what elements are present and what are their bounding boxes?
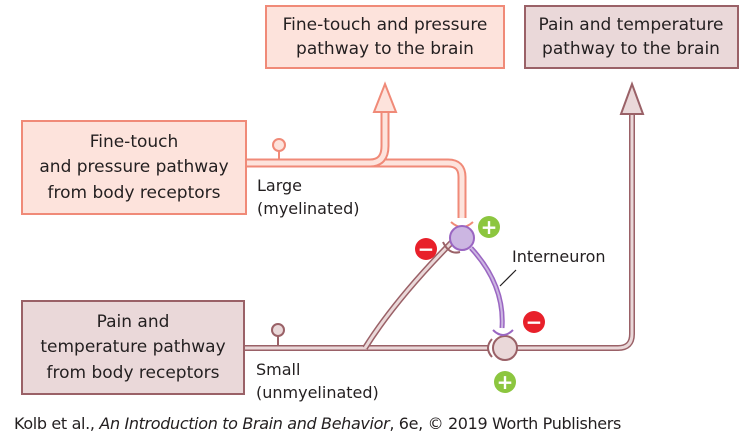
excitatory-sign-projection: + [494, 370, 516, 394]
inhibitory-sign-interneuron: − [415, 237, 437, 261]
figure-credit: Kolb et al., An Introduction to Brain an… [14, 414, 739, 433]
pain-temperature-body-box: Pain and temperature pathway from body r… [21, 300, 245, 395]
credit-prefix: Kolb et al., [14, 414, 100, 433]
pain-temperature-body-line1: Pain and [97, 312, 170, 332]
svg-text:+: + [497, 370, 514, 394]
excitatory-sign-interneuron: + [478, 215, 500, 239]
small-fiber-cell-body [271, 323, 285, 337]
interneuron-label: Interneuron [512, 247, 606, 266]
inhibitory-sign-projection: − [523, 310, 545, 334]
large-fiber-pathway [246, 81, 474, 228]
fine-touch-body-line3: from body receptors [48, 183, 221, 203]
fine-touch-body-box: Fine-touch and pressure pathway from bod… [21, 120, 247, 215]
fine-touch-brain-line1: Fine-touch and pressure [283, 15, 488, 35]
large-fiber-sublabel: (myelinated) [257, 199, 360, 218]
large-fiber-cell-body [272, 138, 286, 152]
svg-text:−: − [526, 310, 543, 334]
small-fiber-pathway [244, 239, 493, 358]
projection-neuron-cell [492, 335, 518, 361]
fine-touch-brain-line2: pathway to the brain [296, 39, 474, 59]
pain-temperature-brain-box: Pain and temperature pathway to the brai… [524, 5, 739, 69]
credit-book-title: An Introduction to Brain and Behavior [99, 414, 390, 433]
pain-up-arrow [619, 81, 645, 115]
credit-suffix: , 6e, © 2019 Worth Publishers [389, 414, 621, 433]
pain-temperature-body-line3: from body receptors [47, 363, 220, 383]
fine-touch-brain-box: Fine-touch and pressure pathway to the b… [265, 5, 505, 69]
svg-text:−: − [418, 237, 435, 261]
pain-temperature-body-line2: temperature pathway [40, 337, 225, 357]
fine-touch-body-line1: Fine-touch [90, 132, 179, 152]
fine-touch-up-arrow [372, 81, 398, 113]
pain-temperature-brain-line2: pathway to the brain [542, 39, 720, 59]
fine-touch-body-line2: and pressure pathway [39, 157, 228, 177]
pain-temperature-brain-line1: Pain and temperature [538, 15, 723, 35]
interneuron-cell [449, 225, 475, 251]
small-fiber-label: Small [256, 360, 300, 379]
projection-neuron-pathway [492, 81, 645, 361]
small-fiber-sublabel: (unmyelinated) [256, 383, 379, 402]
svg-text:+: + [481, 215, 498, 239]
large-fiber-label: Large [257, 176, 302, 195]
interneuron [449, 225, 517, 336]
pain-gate-diagram: Fine-touch and pressure pathway to the b… [21, 5, 739, 402]
